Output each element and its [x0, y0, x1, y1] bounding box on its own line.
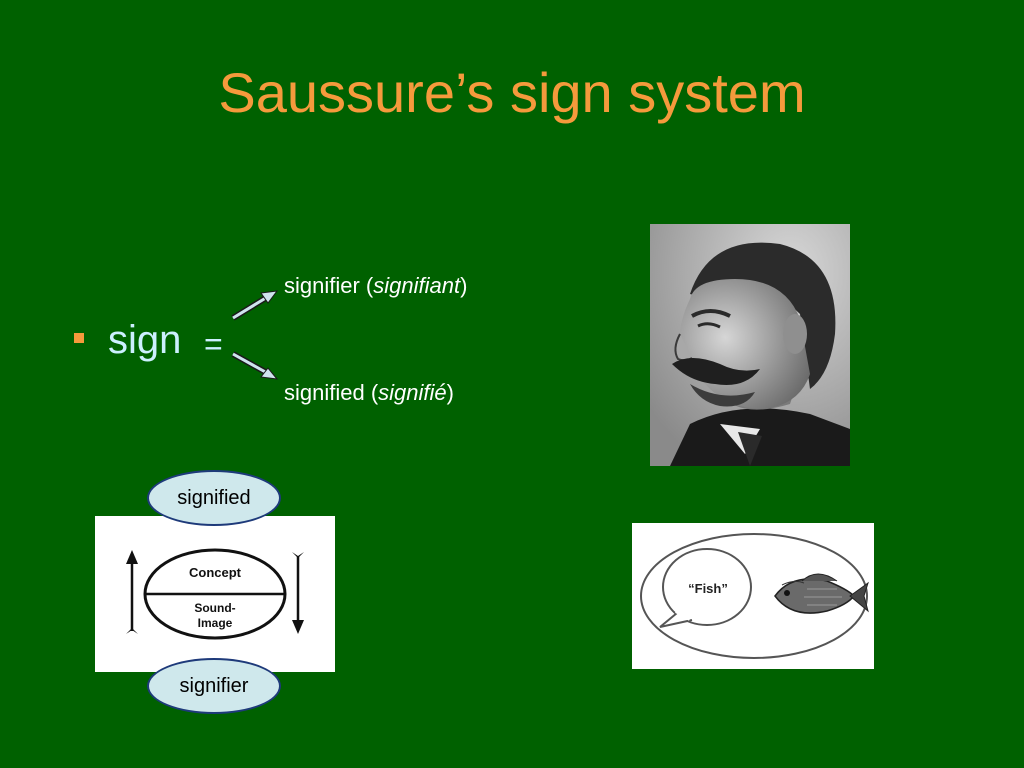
concept-label: Concept — [189, 565, 242, 580]
branch-arrows — [231, 290, 279, 380]
speech-text: “Fish” — [688, 581, 728, 596]
slide-title: Saussure’s sign system — [218, 61, 806, 124]
bullet-marker — [74, 333, 84, 343]
sound-label-line2: Image — [198, 616, 233, 630]
saussure-portrait — [650, 224, 850, 466]
sound-label-line1: Sound- — [194, 601, 235, 615]
fish-illustration: “Fish” — [632, 523, 874, 669]
signifier-bubble: signifier — [147, 658, 281, 714]
arrow-up-icon — [231, 290, 279, 321]
speech-bubble-icon — [659, 548, 752, 628]
arrow-down-icon — [231, 351, 279, 380]
fish-icon — [774, 573, 869, 614]
equals-sign: = — [204, 326, 223, 362]
sign-diagram: Concept Sound- Image — [95, 516, 335, 672]
signifier-label: signifier (signifiant) — [284, 273, 468, 298]
up-arrow-icon — [126, 550, 138, 634]
down-arrow-icon — [292, 552, 304, 634]
signified-bubble: signified — [147, 470, 281, 526]
signified-label: signified (signifié) — [284, 380, 454, 405]
sign-term: sign — [108, 318, 182, 362]
